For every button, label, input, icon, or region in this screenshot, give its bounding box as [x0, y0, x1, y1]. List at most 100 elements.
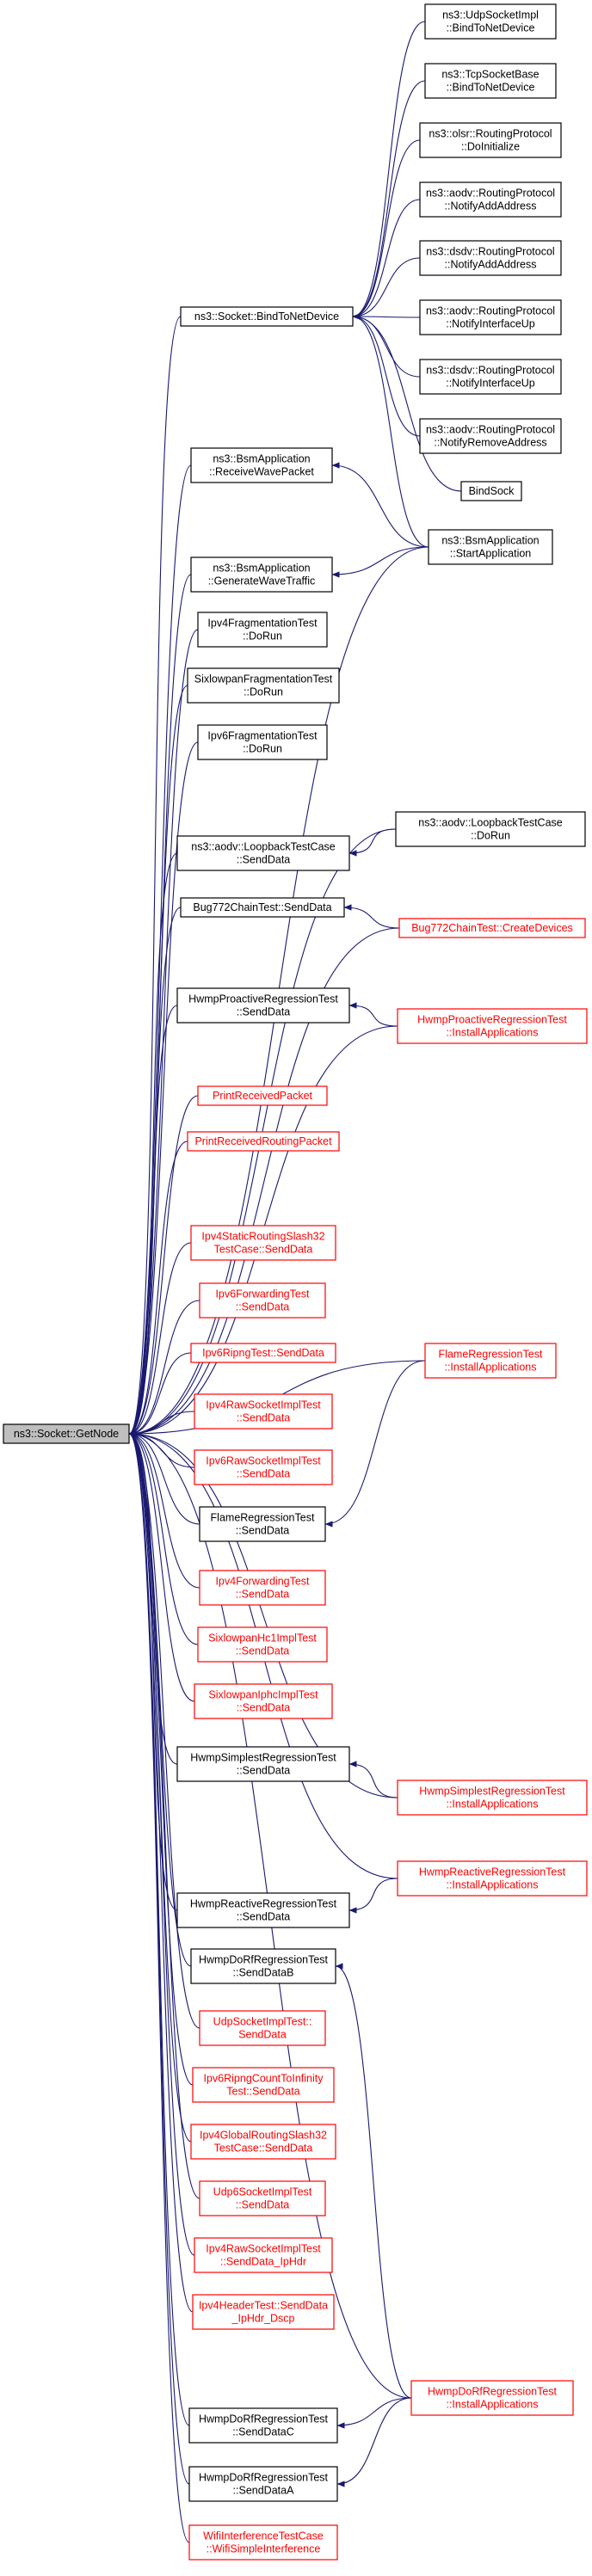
node-box	[190, 2124, 336, 2160]
graph-node-ns3-udpsocketimpl-bindtonetdevice[interactable]: ns3::UdpSocketImpl::BindToNetDevice	[424, 3, 557, 40]
graph-node-bug772chaintest-senddata[interactable]: Bug772ChainTest::SendData	[180, 897, 345, 918]
node-label: BindSock	[469, 485, 515, 497]
node-label: WifiInterferenceTestCase	[203, 2530, 324, 2542]
edge-n33-to-n0	[128, 1430, 199, 1645]
graph-node-bindsock[interactable]: BindSock	[460, 481, 522, 501]
graph-node-sixlowpanfragmentationtest-dorun[interactable]: SixlowpanFragmentationTest::DoRun	[187, 667, 340, 704]
graph-node-hwmpsimplestregressiontest-installapplications[interactable]: HwmpSimplestRegressionTest::InstallAppli…	[397, 1780, 588, 1816]
graph-node-ns3-aodv-routingprotocol-notifyaddaddress[interactable]: ns3::aodv::RoutingProtocol::NotifyAddAdd…	[419, 181, 562, 218]
node-label: ::InstallApplications	[446, 1798, 538, 1811]
graph-node-ns3-socket-bindtonetdevice[interactable]: ns3::Socket::BindToNetDevice	[180, 306, 354, 327]
edge-n10-to-n1	[352, 313, 462, 492]
graph-node-ipv6forwardingtest-senddata[interactable]: Ipv6ForwardingTest::SendData	[199, 1282, 326, 1319]
graph-node-udp6socketimpltest-senddata[interactable]: Udp6SocketImplTest::SendData	[199, 2180, 326, 2216]
edge-n31-to-n0	[128, 1430, 200, 1525]
edge-n20-to-n0	[128, 927, 400, 1437]
graph-node-hwmpdorfregressiontest-senddataa[interactable]: HwmpDoRfRegressionTest::SendDataA	[188, 2466, 338, 2502]
graph-node-ns3-socket-getnode[interactable]: ns3::Socket::GetNode	[3, 1423, 130, 1444]
node-label: HwmpDoRfRegressionTest	[199, 2472, 329, 2484]
edge-n1-to-n0	[128, 316, 182, 1437]
graph-node-bug772chaintest-createdevices[interactable]: Bug772ChainTest::CreateDevices	[398, 918, 586, 938]
graph-node-ns3-dsdv-routingprotocol-notifyinterfaceup[interactable]: ns3::dsdv::RoutingProtocol::NotifyInterf…	[419, 359, 562, 395]
node-box	[188, 2524, 338, 2561]
graph-node-ns3-aodv-routingprotocol-notifyremoveaddress[interactable]: ns3::aodv::RoutingProtocol::NotifyRemove…	[419, 418, 562, 454]
node-label: TestCase::SendData	[214, 1244, 313, 1256]
graph-node-flameregressiontest-installapplications[interactable]: FlameRegressionTest::InstallApplications	[424, 1343, 557, 1379]
graph-node-ns3-olsr-routingprotocol-doinitialize[interactable]: ns3::olsr::RoutingProtocol::DoInitialize	[419, 122, 562, 158]
graph-node-ipv6ripngtest-senddata[interactable]: Ipv6RipngTest::SendData	[190, 1343, 336, 1363]
graph-node-ipv4fragmentationtest-dorun[interactable]: Ipv4FragmentationTest::DoRun	[197, 612, 328, 648]
node-label: HwmpProactiveRegressionTest	[417, 1014, 567, 1026]
node-label: FlameRegressionTest	[211, 1512, 315, 1524]
graph-node-hwmpproactiveregressiontest-installapplications[interactable]: HwmpProactiveRegressionTest::InstallAppl…	[397, 1008, 588, 1044]
node-box	[199, 1282, 326, 1319]
graph-node-printreceivedpacket[interactable]: PrintReceivedPacket	[197, 1085, 328, 1106]
node-label: ::ReceiveWavePacket	[209, 466, 314, 478]
edge-n47-to-n0	[128, 1430, 190, 2426]
graph-node-ns3-bsmapplication-startapplication[interactable]: ns3::BsmApplication::StartApplication	[428, 529, 553, 565]
node-label: HwmpSimplestRegressionTest	[419, 1786, 565, 1798]
node-box	[197, 1085, 328, 1106]
node-box	[190, 1225, 336, 1261]
graph-node-ipv4staticroutingslash32-testcase-senddata[interactable]: Ipv4StaticRoutingSlash32TestCase::SendDa…	[190, 1225, 336, 1261]
node-label: Test::SendData	[226, 2086, 300, 2098]
graph-node-ns3-aodv-loopbacktestcase-senddata[interactable]: ns3::aodv::LoopbackTestCase::SendData	[176, 835, 350, 871]
node-label: ::BindToNetDevice	[447, 82, 535, 94]
graph-node-ns3-bsmapplication-generatewavetraffic[interactable]: ns3::BsmApplication::GenerateWaveTraffic	[190, 556, 333, 593]
node-label: ::DoRun	[243, 743, 282, 755]
node-label: ns3::aodv::RoutingProtocol	[426, 424, 555, 436]
edge-n21-to-n0	[128, 1005, 178, 1437]
node-box	[199, 2180, 326, 2216]
node-box	[180, 897, 345, 918]
graph-node-hwmpproactiveregressiontest-senddata[interactable]: HwmpProactiveRegressionTest::SendData	[176, 987, 350, 1024]
graph-node-ns3-bsmapplication-receivewavepacket[interactable]: ns3::BsmApplication::ReceiveWavePacket	[190, 447, 333, 483]
graph-node-printreceivedroutingpacket[interactable]: PrintReceivedRoutingPacket	[187, 1131, 340, 1152]
graph-node-hwmpsimplestregressiontest-senddata[interactable]: HwmpSimplestRegressionTest::SendData	[176, 1746, 350, 1782]
node-box	[424, 3, 557, 40]
node-box	[397, 1008, 588, 1044]
graph-node-sixlowpaniphcimpltest-senddata[interactable]: SixlowpanIphcImplTest::SendData	[194, 1683, 333, 1719]
node-label: ::SendData	[237, 1468, 291, 1480]
edge-n24-to-n0	[128, 1140, 188, 1437]
graph-node-ipv4rawsocketimpltest-senddata[interactable]: Ipv4RawSocketImplTest::SendData	[194, 1393, 333, 1429]
node-label: UdpSocketImplTest::	[213, 2016, 312, 2028]
node-label: HwmpDoRfRegressionTest	[428, 2386, 558, 2398]
graph-node-ns3-aodv-routingprotocol-notifyinterfaceup[interactable]: ns3::aodv::RoutingProtocol::NotifyInterf…	[419, 299, 562, 335]
graph-node-flameregressiontest-senddata[interactable]: FlameRegressionTest::SendData	[199, 1506, 326, 1542]
graph-node-ns3-tcpsocketbase-bindtonetdevice[interactable]: ns3::TcpSocketBase::BindToNetDevice	[424, 63, 557, 99]
edge-n11-to-n13	[331, 546, 429, 578]
graph-node-ipv6rawsocketimpltest-senddata[interactable]: Ipv6RawSocketImplTest::SendData	[194, 1449, 333, 1485]
node-label: ::WifiSimpleInterference	[207, 2543, 321, 2555]
graph-node-hwmpdorfregressiontest-senddatac[interactable]: HwmpDoRfRegressionTest::SendDataC	[188, 2407, 338, 2444]
node-label: HwmpReactiveRegressionTest	[190, 1898, 337, 1910]
edge-n36-to-n0	[128, 1430, 398, 1798]
node-label: ::SendData	[237, 1006, 291, 1018]
graph-node-hwmpdorfregressiontest-installapplications[interactable]: HwmpDoRfRegressionTest::InstallApplicati…	[410, 2380, 574, 2416]
graph-node-ipv4rawsocketimpltest-senddata-iphdr[interactable]: Ipv4RawSocketImplTest::SendData_IpHdr	[194, 2237, 333, 2273]
graph-node-hwmpreactiveregressiontest-installapplications[interactable]: HwmpReactiveRegressionTest::InstallAppli…	[397, 1860, 588, 1897]
edge-n44-to-n0	[128, 1430, 195, 2256]
graph-node-ipv4forwardingtest-senddata[interactable]: Ipv4ForwardingTest::SendData	[199, 1570, 326, 1606]
node-label: ns3::aodv::RoutingProtocol	[426, 188, 555, 200]
graph-node-hwmpdorfregressiontest-senddatab[interactable]: HwmpDoRfRegressionTest::SendDataB	[190, 1948, 336, 1984]
node-label: ::SendData	[236, 1525, 290, 1537]
node-box	[419, 418, 562, 454]
graph-node-ipv4headertest-senddata-iphdr-dscp[interactable]: Ipv4HeaderTest::SendData_IpHdr_Dscp	[192, 2294, 335, 2330]
graph-node-udpsocketimpltest-senddata[interactable]: UdpSocketImplTest::SendData	[199, 2010, 326, 2046]
graph-node-ns3-dsdv-routingprotocol-notifyaddaddress[interactable]: ns3::dsdv::RoutingProtocol::NotifyAddAdd…	[419, 240, 562, 276]
graph-node-ns3-aodv-loopbacktestcase-dorun[interactable]: ns3::aodv::LoopbackTestCase::DoRun	[395, 811, 586, 847]
node-label: ns3::dsdv::RoutingProtocol	[426, 246, 554, 258]
node-label: ::NotifyAddAddress	[445, 259, 537, 271]
graph-node-ipv6fragmentationtest-dorun[interactable]: Ipv6FragmentationTest::DoRun	[197, 724, 328, 760]
graph-node-sixlowpanhc1impltest-senddata[interactable]: SixlowpanHc1ImplTest::SendData	[197, 1626, 328, 1663]
node-label: PrintReceivedPacket	[213, 1090, 313, 1102]
node-label: HwmpSimplestRegressionTest	[190, 1752, 336, 1764]
node-label: ::NotifyRemoveAddress	[434, 437, 546, 449]
graph-node-wifiinterferencetestcase-wifisimpleinterference[interactable]: WifiInterferenceTestCase::WifiSimpleInte…	[188, 2524, 338, 2561]
graph-node-ipv4globalroutingslash32-testcase-senddata[interactable]: Ipv4GlobalRoutingSlash32TestCase::SendDa…	[190, 2124, 336, 2160]
graph-node-hwmpreactiveregressiontest-senddata[interactable]: HwmpReactiveRegressionTest::SendData	[176, 1892, 350, 1928]
node-box	[424, 63, 557, 99]
edge-n46-to-n48	[336, 2397, 412, 2487]
node-layer: ns3::Socket::GetNode ns3::Socket::BindToN…	[3, 3, 588, 2561]
